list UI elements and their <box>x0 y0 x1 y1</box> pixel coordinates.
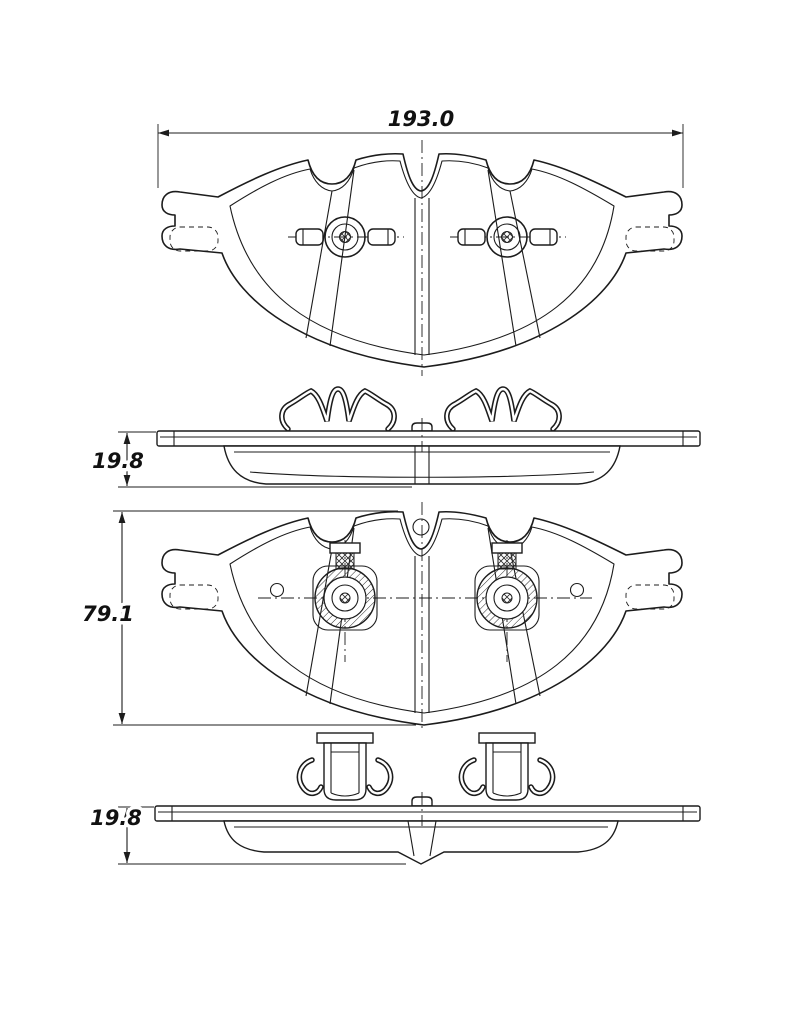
pad-front-view-top <box>161 140 683 376</box>
pad-height-dimension-label: 79.1 <box>82 602 134 626</box>
backing-plate-edge <box>156 430 701 447</box>
spring-clip-left <box>279 386 397 432</box>
dimension-overall-width: 193.0 <box>157 104 684 188</box>
friction-material-edge <box>223 445 621 485</box>
piston-cup-left <box>296 732 394 801</box>
center-notch-hole <box>412 518 430 536</box>
spring-clip-right <box>444 386 562 432</box>
wear-sensor-right <box>450 216 566 258</box>
backing-plate-edge <box>154 805 701 822</box>
piston-contact-right <box>474 540 540 662</box>
thickness-upper-dimension-label: 19.8 <box>92 449 144 473</box>
pad-front-view-bottom <box>161 502 683 732</box>
piston-cup-right <box>458 732 556 801</box>
friction-material-edge <box>223 820 619 865</box>
piston-contact-left <box>312 540 378 662</box>
dimension-thickness-upper: 19.8 <box>89 431 412 488</box>
dimension-thickness-lower: 19.8 <box>87 803 406 865</box>
side-view-lower <box>154 792 701 865</box>
wear-sensor-left <box>288 216 404 258</box>
side-view-upper <box>156 418 701 485</box>
width-dimension-label: 193.0 <box>388 107 454 131</box>
dimension-pad-height: 79.1 <box>79 510 416 726</box>
thickness-lower-dimension-label: 19.8 <box>90 806 142 830</box>
